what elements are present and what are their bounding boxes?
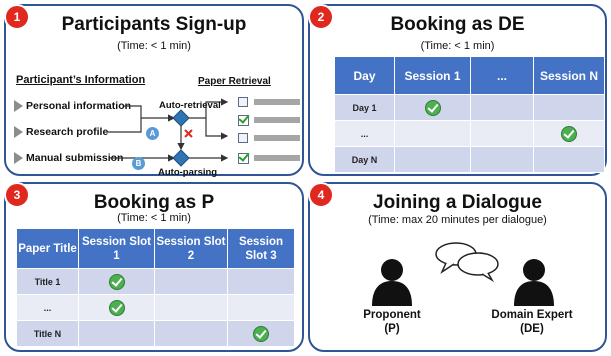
slot-cell (394, 120, 471, 147)
triangle-icon (14, 152, 23, 164)
column-header: Session Slot 3 (227, 228, 295, 269)
triangle-icon (14, 100, 23, 112)
booking-de-panel: 2 Booking as DE (Time: < 1 min) Day Sess… (308, 4, 607, 176)
row-label: ... (16, 294, 79, 321)
domain-expert-label: Domain Expert (DE) (482, 308, 582, 336)
joining-dialogue-panel: 4 Joining a Dialogue (Time: max 20 minut… (308, 182, 607, 352)
check-icon (253, 325, 269, 342)
info-header: Participant’s Information (16, 74, 146, 86)
retrieval-header: Paper Retrieval (198, 76, 271, 87)
panel-time: (Time: < 1 min) (117, 212, 191, 224)
proponent-name: Proponent (363, 309, 421, 321)
panel-title: Participants Sign-up (61, 14, 247, 35)
slot-cell (470, 120, 534, 147)
slot-cell (154, 320, 228, 347)
slot-cell (533, 146, 605, 173)
step-badge: 2 (308, 4, 334, 30)
paper-placeholder-bar (254, 155, 300, 161)
column-header: Session N (533, 56, 605, 95)
column-header: Session Slot 1 (78, 228, 155, 269)
slot-cell (470, 94, 534, 121)
speech-bubbles-icon (435, 242, 499, 282)
slot-cell (227, 294, 295, 321)
row-label: Day N (334, 146, 395, 173)
slot-cell (227, 268, 295, 295)
input-research-profile: Research profile (26, 126, 109, 138)
slot-cell (78, 294, 155, 321)
slot-cell (78, 268, 155, 295)
panel-title: Booking as P (93, 192, 215, 213)
slot-cell (154, 294, 228, 321)
paper-placeholder-bar (254, 117, 300, 123)
column-header: Session 1 (394, 56, 471, 95)
slot-cell (533, 120, 605, 147)
triangle-icon (14, 126, 23, 138)
signup-flow-arrows (106, 98, 229, 167)
paper-placeholder-bar (254, 99, 300, 105)
slot-cell (394, 146, 471, 173)
expert-name: Domain Expert (491, 309, 573, 321)
expert-abbr: (DE) (520, 323, 544, 335)
check-icon (561, 125, 577, 142)
paper-check-icon (238, 153, 249, 164)
slot-cell (227, 320, 295, 347)
column-header: ... (470, 56, 534, 95)
proponent-label: Proponent (P) (350, 308, 434, 336)
auto-retrieval-label: Auto-retrieval (159, 100, 221, 111)
paper-checkbox (238, 133, 248, 143)
paper-checkbox (238, 97, 248, 107)
paper-placeholder-bar (254, 135, 300, 141)
row-label: Title N (16, 320, 79, 347)
path-b-marker: B (132, 157, 145, 170)
row-label: Day 1 (334, 94, 395, 121)
path-a-marker: A (146, 127, 159, 140)
check-icon (108, 299, 125, 316)
step-badge: 4 (308, 182, 334, 208)
slot-cell (154, 268, 228, 295)
participants-signup-panel: 1 Participants Sign-up (Time: < 1 min) P… (4, 4, 304, 178)
slot-cell (394, 94, 471, 121)
input-personal-information: Personal information (26, 100, 132, 112)
booking-p-panel: 3 Booking as P (Time: < 1 min) Paper Tit… (4, 182, 304, 352)
panel-time: (Time: max 20 minutes per dialogue) (368, 214, 547, 226)
step-badge: 3 (4, 182, 30, 208)
proponent-person-icon (372, 259, 412, 306)
check-icon (108, 273, 125, 290)
panel-title: Booking as DE (390, 14, 525, 35)
column-header: Session Slot 2 (154, 228, 228, 269)
paper-check-icon (238, 115, 249, 126)
slot-cell (470, 146, 534, 173)
column-header: Day (334, 56, 395, 95)
p-schedule-table: Paper Title Session Slot 1 Session Slot … (16, 228, 295, 347)
row-label: Title 1 (16, 268, 79, 295)
slot-cell (78, 320, 155, 347)
proponent-abbr: (P) (384, 323, 400, 335)
auto-parsing-label: Auto-parsing (158, 167, 218, 178)
step-badge: 1 (4, 4, 30, 30)
slot-cell (533, 94, 605, 121)
row-label: ... (334, 120, 395, 147)
domain-expert-person-icon (514, 259, 554, 306)
column-header: Paper Title (16, 228, 79, 269)
panel-time: (Time: < 1 min) (420, 40, 495, 52)
panel-time: (Time: < 1 min) (117, 40, 191, 52)
check-icon (424, 99, 441, 116)
panel-title: Joining a Dialogue (373, 192, 542, 213)
input-manual-submission: Manual submission (26, 152, 124, 164)
de-schedule-table: Day Session 1 ... Session N Day 1 ... Da… (334, 56, 605, 173)
